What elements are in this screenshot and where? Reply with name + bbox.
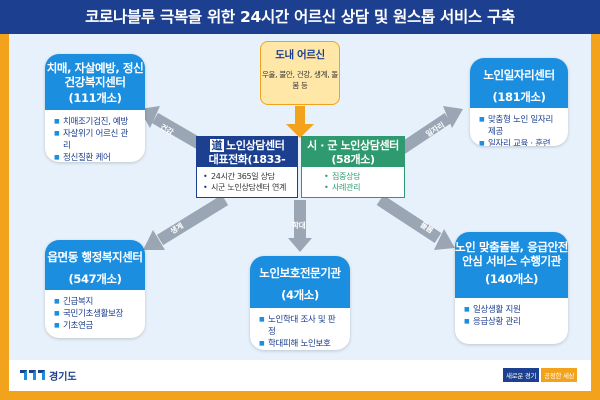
card-jobs-header: 노인일자리센터 (181개소) xyxy=(470,58,568,108)
card-care-header: 노인 맞춤돌봄, 응급안전 안심 서비스 수행기관 (140개소) xyxy=(455,232,568,298)
center-city-count: (58개소) xyxy=(331,153,375,166)
list-item: 일상생활 지원 xyxy=(464,304,558,316)
card-care: 노인 맞춤돌봄, 응급안전 안심 서비스 수행기관 (140개소) 일상생활 지… xyxy=(455,232,568,344)
card-count: (111개소) xyxy=(68,91,122,105)
slogan-part-1: 새로운 경기 xyxy=(503,368,540,382)
slogan: 새로운 경기 공정한 세상 xyxy=(503,368,578,382)
card-count: (547개소) xyxy=(68,272,122,286)
card-list: 일상생활 지원 응급상황 관리 xyxy=(455,298,568,332)
card-count: (140개소) xyxy=(485,272,538,286)
card-welfare: 읍면동 행정복지센터 (547개소) 긴급복지 국민기초생활보장 기초연금 xyxy=(45,240,145,338)
card-mental-health: 치매, 자살예방, 정신건강복지센터 (111개소) 치매조기검진, 예방 자살… xyxy=(45,54,145,162)
gyeonggi-logo: 경기도 xyxy=(20,366,77,384)
center-provincial-prefix: 道 xyxy=(209,139,225,152)
card-title: 노인 맞춤돌봄, 응급안전 안심 서비스 수행기관 xyxy=(455,240,568,268)
list-item: 기초연금 xyxy=(54,320,135,332)
arrow-label-abuse: 학대 xyxy=(292,221,306,230)
source-box: 도내 어르신 우울, 불안, 건강, 생계, 돌봄 등 xyxy=(260,41,340,105)
center-city-box: 시 · 군 노인상담센터 (58개소) 집중상담 사례관리 xyxy=(301,136,405,198)
card-mental-health-header: 치매, 자살예방, 정신건강복지센터 (111개소) xyxy=(45,54,145,110)
arrow-jobs xyxy=(396,113,452,155)
page-title: 코로나블루 극복을 위한 24시간 어르신 상담 및 원스톱 서비스 구축 xyxy=(0,0,600,34)
list-item: 맞춤형 노인 일자리 제공 xyxy=(479,114,558,138)
card-title: 노인보호전문기관 xyxy=(259,266,341,280)
list-item: 자살위기 어르신 관리 xyxy=(54,128,135,152)
list-item: 응급상황 관리 xyxy=(464,316,558,328)
source-title: 도내 어르신 xyxy=(275,49,325,61)
card-protection-header: 노인보호전문기관 (4개소) xyxy=(250,256,350,308)
card-jobs: 노인일자리센터 (181개소) 맞춤형 노인 일자리 제공 일자리 교육 · 훈… xyxy=(470,58,568,146)
slogan-part-2: 공정한 세상 xyxy=(541,368,578,382)
arrow-care xyxy=(376,194,442,244)
center-provincial-title: 노인상담센터 xyxy=(226,139,285,152)
center-provincial-list: 24시간 365일 상담 시군 노인상담센터 연계 xyxy=(197,167,297,193)
card-protection: 노인보호전문기관 (4개소) 노인학대 조사 및 판정 학대피해 노인보호 xyxy=(250,256,350,350)
arrow-livelihood-head xyxy=(143,230,165,250)
card-title: 읍면동 행정복지센터 xyxy=(47,250,143,264)
card-welfare-header: 읍면동 행정복지센터 (547개소) xyxy=(45,240,145,290)
card-list: 맞춤형 노인 일자리 제공 일자리 교육 · 훈련 xyxy=(470,108,568,146)
list-item: 노인학대 조사 및 판정 xyxy=(259,314,340,338)
card-count: (4개소) xyxy=(281,288,319,302)
center-city-header: 시 · 군 노인상담센터 (58개소) xyxy=(302,137,404,167)
center-city-title: 시 · 군 노인상담센터 xyxy=(307,139,399,152)
center-city-list: 집중상담 사례관리 xyxy=(302,167,404,193)
list-item: 24시간 365일 상담 xyxy=(203,171,291,182)
card-list: 긴급복지 국민기초생활보장 기초연금 xyxy=(45,290,145,336)
arrow-jobs-head xyxy=(443,106,463,128)
gyeonggi-logo-text: 경기도 xyxy=(49,371,77,383)
arrow-abuse-head xyxy=(288,238,312,252)
list-item: 국민기초생활보장 xyxy=(54,308,135,320)
list-item: 정신질환 케어 xyxy=(54,152,135,162)
card-title: 치매, 자살예방, 정신건강복지센터 xyxy=(46,61,144,89)
list-item: 시군 노인상담센터 연계 xyxy=(203,182,291,193)
card-count: (181개소) xyxy=(492,90,546,104)
list-item: 집중상담 xyxy=(324,171,398,182)
list-item: 사례관리 xyxy=(324,182,398,193)
arrow-livelihood xyxy=(156,194,229,246)
gyeonggi-logo-icon xyxy=(20,370,45,380)
list-item: 치매조기검진, 예방 xyxy=(54,116,135,128)
card-title: 노인일자리센터 xyxy=(483,68,555,82)
source-desc: 우울, 불안, 건강, 생계, 돌봄 등 xyxy=(261,70,339,90)
arrow-source-head xyxy=(286,124,314,138)
list-item: 긴급복지 xyxy=(54,296,135,308)
card-list: 치매조기검진, 예방 자살위기 어르신 관리 정신질환 케어 xyxy=(45,110,145,162)
card-list: 노인학대 조사 및 판정 학대피해 노인보호 xyxy=(250,308,350,350)
list-item: 일자리 교육 · 훈련 xyxy=(479,138,558,146)
list-item: 학대피해 노인보호 xyxy=(259,338,340,350)
arrow-care-head xyxy=(434,229,455,250)
footer-strip xyxy=(9,360,591,391)
